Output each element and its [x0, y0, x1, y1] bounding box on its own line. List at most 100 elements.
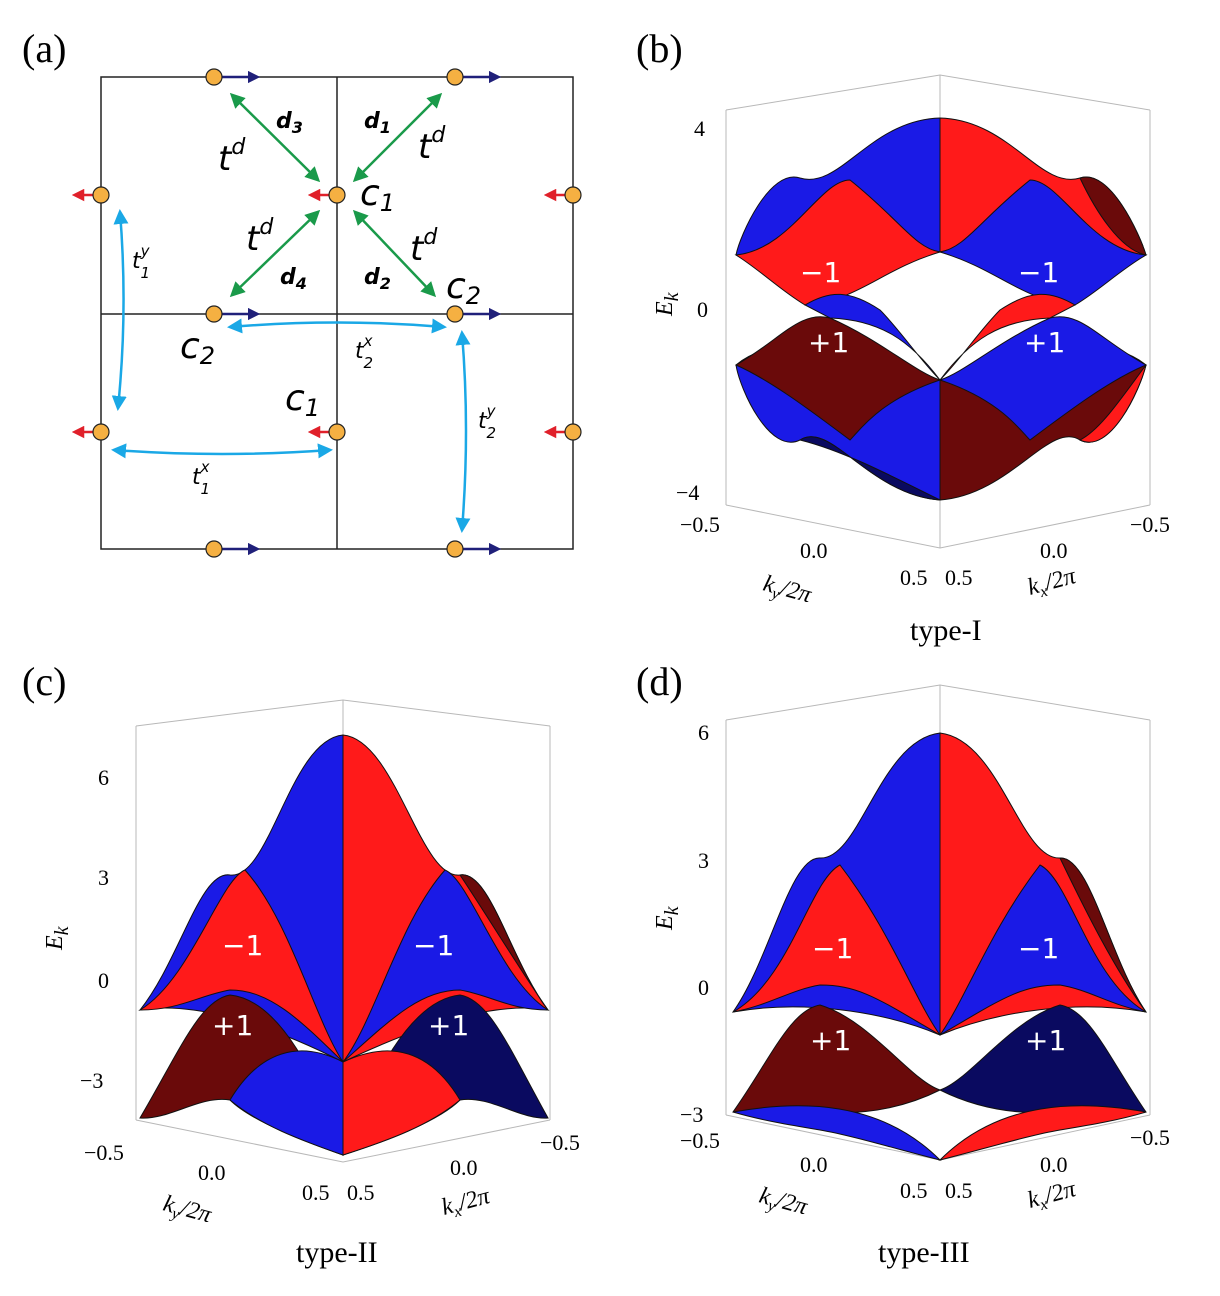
panel-c-label: (c) [22, 659, 66, 704]
sites-c1 [71, 186, 582, 441]
c-lower-right-red [342, 1050, 461, 1156]
d-ky-axis-label: ky/2π [756, 1183, 811, 1224]
b-energy-axis-label: Ek [652, 291, 683, 317]
b-kx-tick-05: 0.5 [945, 565, 973, 590]
panel-b: (b) −1 −1 +1 +1 4 0 [636, 26, 1170, 647]
td-label-upper-left: td [218, 135, 246, 179]
panel-a: (a) [22, 26, 582, 558]
b-chern-plus-left: +1 [808, 326, 849, 359]
site-c2 [205, 540, 261, 558]
site-c2 [446, 540, 502, 558]
d-ky-tick-05: 0.5 [900, 1178, 928, 1203]
panel-b-box [725, 74, 1151, 549]
d2-label: d2 [364, 265, 391, 293]
panel-c: (c) −1 −1 +1 +1 6 3 0 −3 Ek −0.5 0.0 [22, 659, 580, 1269]
c-e-tick-m3: −3 [80, 1068, 103, 1093]
d-ky-tick-m05: −0.5 [680, 1128, 720, 1153]
c-chern-plus-right: +1 [428, 1009, 469, 1042]
sites-c2 [205, 68, 502, 558]
b-ky-tick-05: 0.5 [900, 565, 928, 590]
site-c1 [543, 186, 582, 204]
panel-d: (d) −1 −1 +1 +1 6 3 0 −3 Ek −0.5 0.0 [636, 659, 1170, 1269]
c-upper-inner-left [138, 869, 344, 1063]
c-chern-plus-left: +1 [212, 1009, 253, 1042]
b-kx-tick-0: 0.0 [1040, 538, 1068, 563]
panel-c-box [135, 699, 551, 1163]
c-e-tick-3: 3 [98, 865, 109, 890]
c-upper-inner-right [342, 869, 550, 1063]
b-chern-minus-left: −1 [800, 256, 841, 289]
d-e-tick-m3: −3 [680, 1102, 703, 1127]
d-energy-axis-label: Ek [652, 905, 683, 931]
d-lower-bottom-left [732, 1105, 942, 1161]
b-type-label: type-I [910, 614, 982, 647]
d-kx-tick-0: 0.0 [1040, 1152, 1068, 1177]
lattice-grid [100, 76, 574, 550]
site-c1 [71, 423, 110, 441]
d-kx-axis-label: kx/2π [1025, 1176, 1080, 1217]
d-chern-minus-left: −1 [812, 932, 853, 965]
d-e-tick-0: 0 [698, 975, 709, 1000]
d-upper-inner-right [939, 864, 1147, 1036]
c1-label-top: c1 [360, 173, 395, 217]
c-kx-tick-m05: −0.5 [540, 1130, 580, 1155]
c-upper-dark-right [459, 874, 549, 1011]
d-ky-tick-0: 0.0 [800, 1152, 828, 1177]
td-label-upper-right: td [418, 123, 446, 167]
c2-label-right: c2 [446, 266, 481, 310]
site-c2 [205, 68, 261, 86]
c-e-tick-0: 0 [98, 968, 109, 993]
panel-b-label: (b) [636, 26, 683, 71]
d-lower-bottom-right [938, 1105, 1147, 1161]
t-hoppings [111, 209, 471, 533]
d-kx-tick-m05: −0.5 [1130, 1125, 1170, 1150]
c-kx-tick-05: 0.5 [347, 1180, 375, 1205]
td-label-lower-right: td [410, 225, 438, 269]
b-e-tick-4: 4 [694, 116, 705, 141]
panel-a-label: (a) [22, 26, 66, 71]
d4-label: d4 [280, 265, 307, 293]
b-chern-minus-right: −1 [1018, 256, 1059, 289]
site-c2 [446, 305, 502, 323]
panel-d-box [725, 684, 1151, 1161]
site-c1 [307, 186, 346, 204]
c-ky-tick-m05: −0.5 [84, 1140, 124, 1165]
c2-label-left: c2 [180, 326, 215, 370]
d3-label: d3 [276, 109, 303, 137]
c1-label-bottom: c1 [285, 378, 320, 422]
c-energy-axis-label: Ek [42, 925, 73, 951]
c-chern-minus-left: −1 [222, 929, 263, 962]
c-kx-axis-label: kx/2π [439, 1183, 494, 1224]
site-c1 [71, 186, 110, 204]
b-e-tick-m4: −4 [676, 480, 699, 505]
b-lower-right-red [1078, 364, 1147, 443]
b-chern-plus-right: +1 [1024, 326, 1065, 359]
b-upper-dark-right [1079, 176, 1147, 256]
site-c1 [543, 423, 582, 441]
c-e-tick-6: 6 [98, 765, 109, 790]
c-chern-minus-right: −1 [413, 929, 454, 962]
d-e-tick-6: 6 [698, 720, 709, 745]
d-kx-tick-05: 0.5 [945, 1178, 973, 1203]
b-kx-axis-label: kx/2π [1025, 563, 1080, 604]
b-cone-right [939, 293, 1077, 381]
site-c2 [205, 305, 261, 323]
d-upper-dark-right [1059, 857, 1147, 1013]
d-e-tick-3: 3 [698, 848, 709, 873]
panel-b-surfaces [734, 117, 1148, 501]
d-type-label: type-III [878, 1236, 970, 1269]
d1-label: d1 [364, 109, 391, 137]
site-c2 [446, 68, 502, 86]
site-c1 [307, 423, 346, 441]
b-ky-tick-m05: −0.5 [680, 512, 720, 537]
c-type-label: type-II [296, 1236, 378, 1269]
panel-d-label: (d) [636, 659, 683, 704]
d-chern-minus-right: −1 [1018, 932, 1059, 965]
c-ky-axis-label: ky/2π [160, 1191, 215, 1232]
